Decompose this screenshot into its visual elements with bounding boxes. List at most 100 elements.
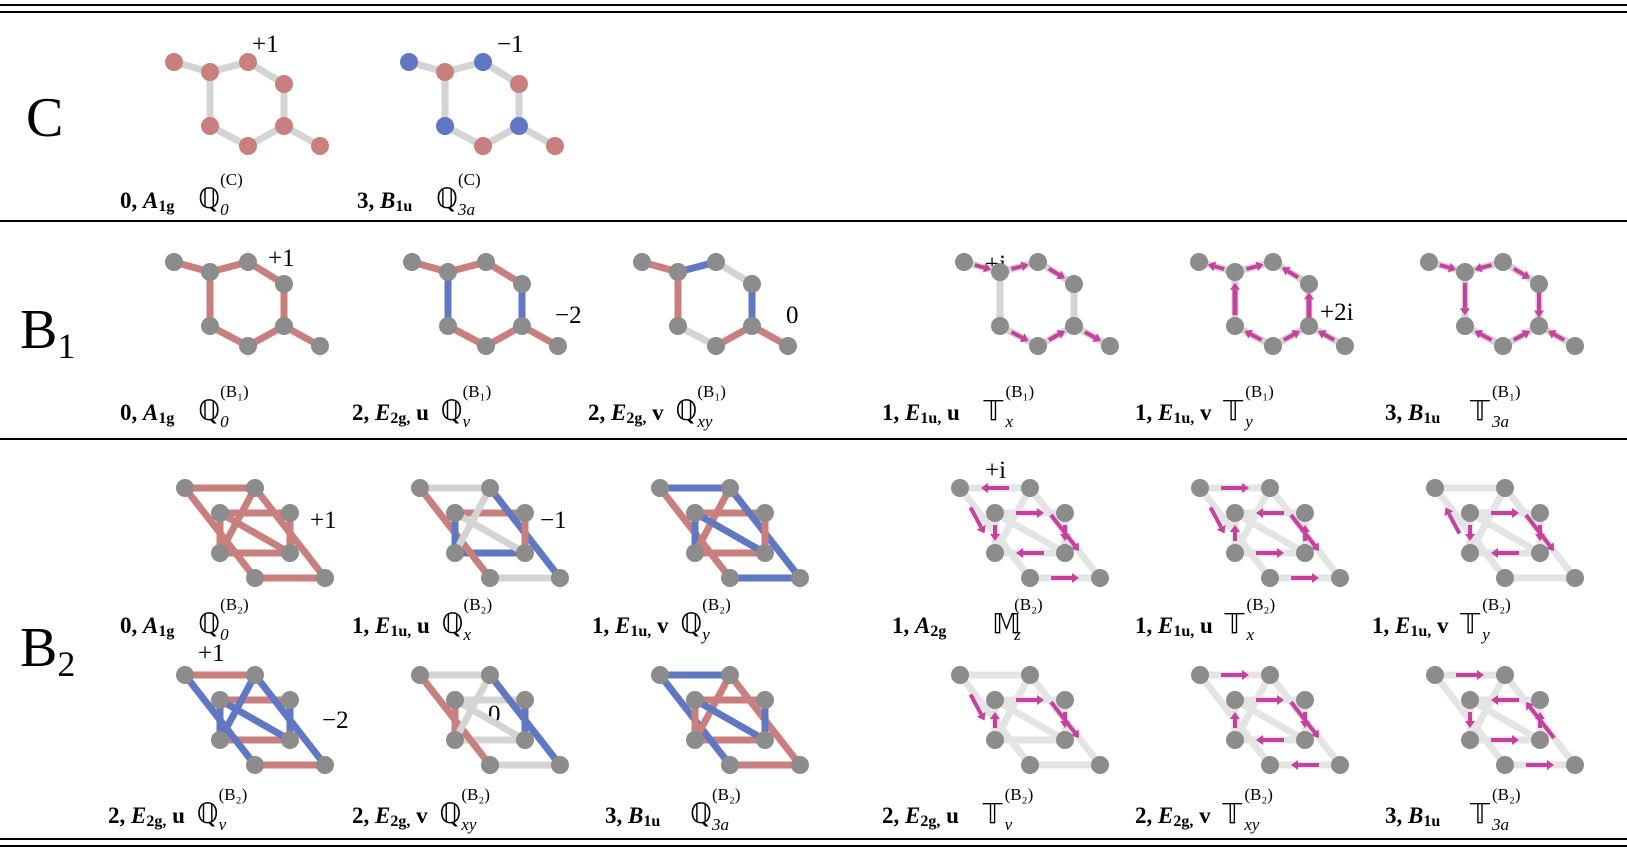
atom (1056, 731, 1074, 749)
bond (991, 509, 1069, 557)
atom (1420, 253, 1438, 271)
caption-c-q0: 0, A1g ℚ(C)0 (120, 170, 243, 219)
atom (516, 504, 534, 522)
atom (651, 479, 669, 497)
atom (1331, 569, 1349, 587)
arrow-head (1230, 282, 1240, 290)
bond (1466, 509, 1544, 557)
arrow-shaft (1282, 332, 1295, 342)
caption-b1-tx: 1, E1u, u 𝕋(B₁)x (882, 382, 1035, 431)
top-rule-1 (0, 4, 1627, 6)
atom (756, 544, 774, 562)
atom (1331, 756, 1349, 774)
caption-b1-ty: 1, E1u, v 𝕋(B₁)y (1135, 382, 1274, 431)
caption-b2-qx: 1, E1u, u ℚ(B₂)x (352, 595, 493, 644)
atom (633, 253, 651, 271)
atom (481, 756, 499, 774)
arrow-head (1521, 270, 1530, 280)
atom (1021, 666, 1039, 684)
atom (211, 504, 229, 522)
atom (1496, 666, 1514, 684)
atom (1065, 275, 1083, 293)
atom (281, 691, 299, 709)
arrow-shaft (1245, 264, 1258, 271)
arrow-head (990, 534, 1000, 541)
atom (446, 731, 464, 749)
atom (549, 337, 567, 355)
atom (651, 666, 669, 684)
atom (1461, 691, 1479, 709)
arrow-head (1282, 266, 1291, 276)
structure-b2-tv (951, 666, 1109, 774)
caption-b2-qv: 2, E2g, u ℚ(B₂)v (108, 785, 248, 834)
caption-b1-t3a: 3, B1u 𝕋(B₁)3a (1385, 382, 1521, 431)
arrow-head (1056, 270, 1065, 280)
atom (1461, 544, 1479, 562)
bond (691, 696, 769, 744)
arrow-head (1465, 534, 1475, 541)
atom (513, 275, 531, 293)
structure-b2-mz (951, 479, 1109, 587)
arrow-head (1216, 524, 1226, 534)
atom (311, 337, 329, 355)
arrow-head (1312, 573, 1319, 583)
atom (275, 117, 293, 135)
atom (1296, 544, 1314, 562)
arrow-shaft (1479, 332, 1493, 342)
phase-b2-q0: +1 (310, 507, 337, 534)
atom (239, 253, 257, 271)
structure-b1-t3a (1420, 253, 1584, 355)
structure-c-q0 (165, 53, 329, 155)
atom (1496, 479, 1514, 497)
atom (275, 317, 293, 335)
atom (721, 666, 739, 684)
arrow-shaft (1524, 513, 1552, 547)
atom (201, 317, 219, 335)
arrow-head (1256, 508, 1263, 518)
atom (1300, 275, 1318, 293)
phase-c-q0: +1 (252, 31, 279, 58)
bond (451, 509, 529, 557)
atom (951, 479, 969, 497)
atom (1456, 263, 1474, 281)
arrow-head (1242, 483, 1249, 493)
atom (991, 317, 1009, 335)
atom (1261, 666, 1279, 684)
arrow-head (1318, 330, 1327, 339)
atom (275, 275, 293, 293)
arrow-shaft (1083, 330, 1096, 340)
atom (275, 75, 293, 93)
arrow-shaft (968, 693, 983, 716)
bond (216, 509, 294, 557)
atom (991, 263, 1009, 281)
arrow-shaft (1047, 266, 1061, 277)
structure-b2-t3a (1426, 666, 1584, 774)
atom (436, 63, 454, 81)
atom (756, 691, 774, 709)
atom (1296, 731, 1314, 749)
atom (1426, 666, 1444, 684)
atom (474, 137, 492, 155)
atom (1091, 569, 1109, 587)
atom (686, 544, 704, 562)
arrow-head (1277, 695, 1284, 705)
atom (1226, 263, 1244, 281)
structure-b2-q3a (651, 666, 809, 774)
atom (1056, 504, 1074, 522)
atom (1531, 691, 1549, 709)
caption-b2-t3a: 3, B1u 𝕋(B₂)3a (1385, 785, 1521, 834)
caption-b2-tv: 2, E2g, u 𝕋(B₂)v (882, 785, 1034, 834)
atom (707, 337, 725, 355)
atom (1494, 253, 1512, 271)
arrow-shaft (1214, 264, 1225, 271)
atom (1056, 544, 1074, 562)
atom (1461, 504, 1479, 522)
arrow-head (990, 712, 1000, 719)
atom (1021, 756, 1039, 774)
structure-b2-q0 (176, 479, 334, 587)
arrow-shaft (1049, 513, 1077, 547)
section-label-c: C (26, 87, 64, 149)
atom (1264, 337, 1282, 355)
atom (400, 53, 418, 71)
arrow-head (1230, 525, 1240, 532)
